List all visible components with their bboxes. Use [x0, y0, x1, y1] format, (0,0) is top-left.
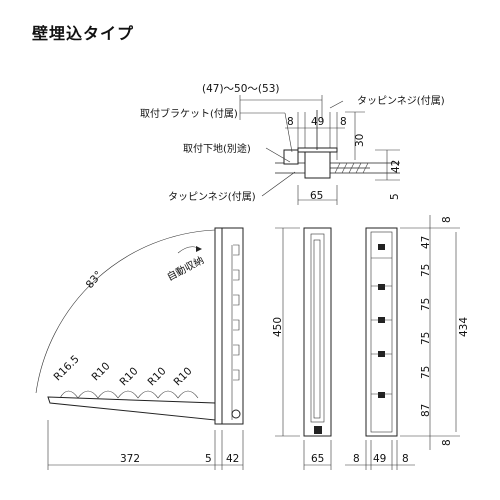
dim-top-8a: 8 — [287, 116, 294, 128]
page-title: 壁埋込タイプ — [32, 24, 135, 43]
dim-30: 30 — [354, 134, 366, 147]
top-view: (47)～50～(53) 8 49 8 30 42 5 — [140, 83, 445, 205]
radius-4: R10 — [146, 365, 169, 388]
back-dim-8-top: 8 — [441, 216, 453, 223]
dim-top-8b: 8 — [340, 116, 347, 128]
back-dim-47: 47 — [420, 236, 432, 249]
label-screw-bottom: タッピンネジ(付属) — [168, 190, 256, 203]
back-dim-75b: 75 — [420, 298, 432, 311]
auto-label: 自動収納 — [165, 253, 206, 283]
dim-5: 5 — [389, 193, 401, 200]
dim-42: 42 — [390, 160, 402, 173]
side-view: 83° 自動収納 R16.5 R10 R10 R10 R10 372 5 42 — [35, 227, 244, 470]
dim-top-65: 65 — [310, 190, 323, 202]
angle-label: 83° — [84, 269, 105, 291]
radius-1: R16.5 — [52, 353, 82, 383]
radius-3: R10 — [118, 365, 141, 388]
dim-side-42: 42 — [226, 453, 239, 465]
back-dim-8-bottom: 8 — [441, 439, 453, 446]
dim-372: 372 — [120, 453, 140, 465]
back-dim-434: 434 — [458, 317, 470, 337]
label-bracket: 取付ブラケット(付属) — [140, 107, 238, 120]
back-dim-bottom-49: 49 — [373, 453, 386, 465]
dim-front-65: 65 — [311, 453, 324, 465]
dim-450: 450 — [272, 317, 284, 337]
dim-top-49: 49 — [311, 116, 324, 128]
dim-side-5: 5 — [205, 453, 212, 465]
radius-2: R10 — [90, 360, 113, 383]
back-dim-75a: 75 — [420, 264, 432, 277]
back-dim-75c: 75 — [420, 332, 432, 345]
label-base: 取付下地(別途) — [183, 142, 251, 155]
radius-5: R10 — [172, 365, 195, 388]
back-dim-bottom-8b: 8 — [402, 453, 409, 465]
front-view: 450 65 — [272, 227, 332, 470]
back-dim-bottom-8a: 8 — [353, 453, 360, 465]
back-view: 8 47 75 75 75 75 87 8 434 8 49 8 — [345, 215, 470, 470]
back-dim-87: 87 — [420, 404, 432, 417]
back-dim-75d: 75 — [420, 366, 432, 379]
dim-width-range: (47)～50～(53) — [202, 83, 279, 95]
label-screw-top: タッピンネジ(付属) — [357, 94, 445, 107]
